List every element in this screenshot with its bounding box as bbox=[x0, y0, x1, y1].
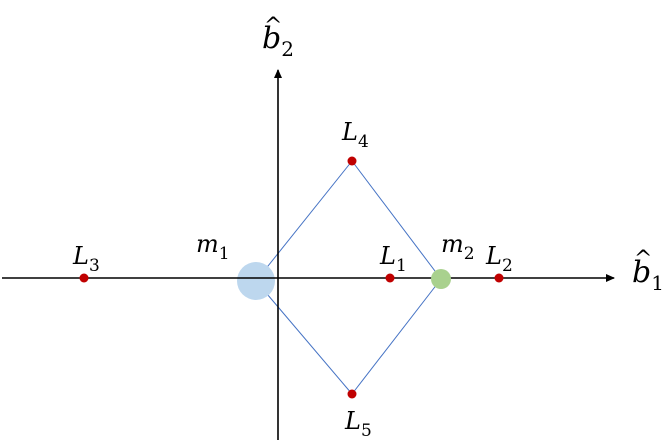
b1-text: b1 bbox=[632, 255, 664, 295]
b1-hat: ^ bbox=[634, 247, 652, 272]
l5-point bbox=[347, 389, 357, 399]
lagrange-point-markers bbox=[79, 156, 504, 399]
l4-label: L4 bbox=[341, 118, 369, 152]
l2-point bbox=[494, 273, 504, 283]
equilateral-triangles bbox=[255, 160, 442, 395]
b2-hat: ^ bbox=[264, 14, 282, 39]
m2-to-l5-line bbox=[351, 278, 442, 395]
m2-body bbox=[431, 269, 451, 289]
l5-label: L5 bbox=[344, 407, 372, 441]
l2-label: L2 bbox=[485, 242, 513, 276]
m1-to-l4-line bbox=[255, 160, 353, 282]
b1-axis-label: ^ b1 bbox=[632, 247, 664, 295]
l5-to-m1-line bbox=[255, 280, 353, 395]
l1-point bbox=[385, 273, 395, 283]
m2-label: m2 bbox=[441, 230, 475, 264]
m1-label: m1 bbox=[196, 230, 230, 264]
l3-point bbox=[79, 273, 89, 283]
l4-to-m2-line bbox=[351, 160, 442, 280]
b2-text: b2 bbox=[262, 21, 294, 61]
l1-label: L1 bbox=[379, 242, 407, 276]
b2-axis-label: ^ b2 bbox=[262, 14, 294, 61]
l3-label: L3 bbox=[72, 242, 100, 276]
l4-point bbox=[347, 156, 357, 166]
m1-body bbox=[237, 262, 275, 300]
